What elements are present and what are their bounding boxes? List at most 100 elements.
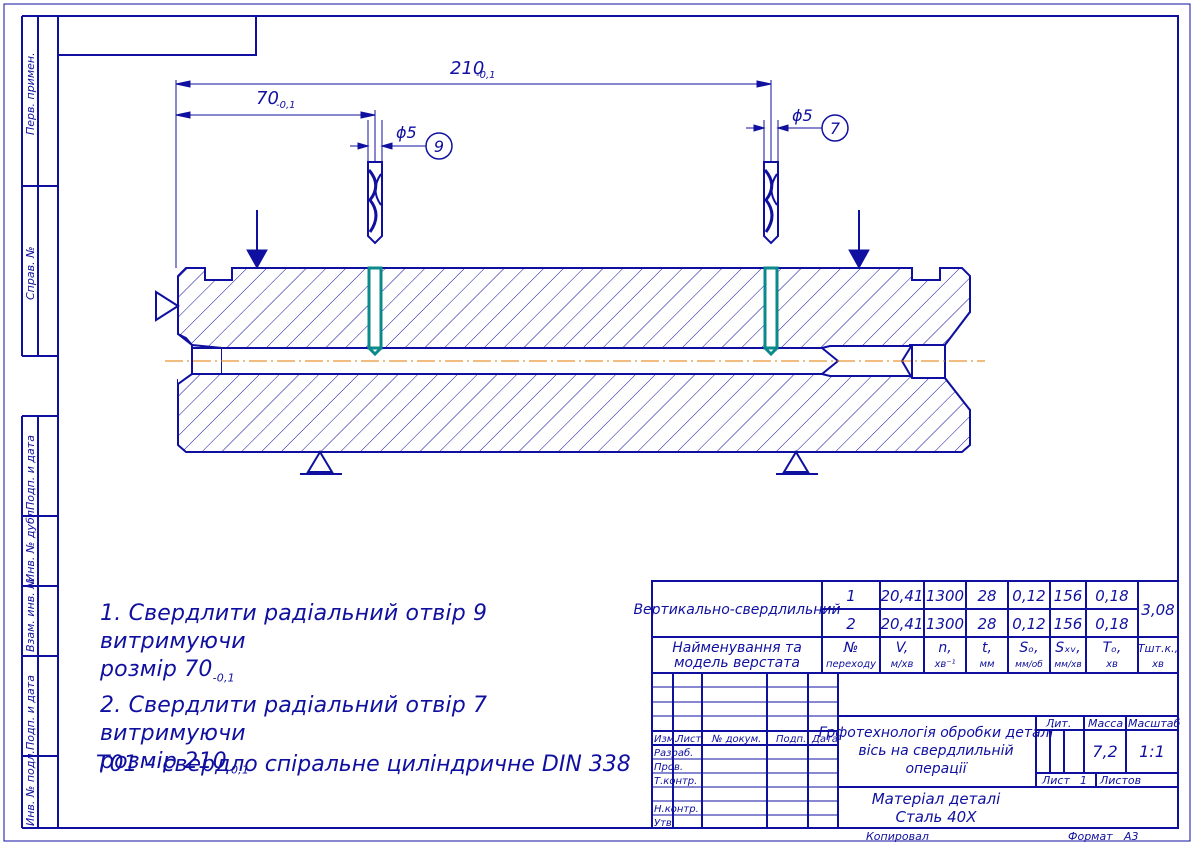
- t-pc-value: 3,08: [1141, 601, 1174, 619]
- hdr-sxv-1: Sₓᵥ,: [1055, 640, 1080, 656]
- sheets-label: Листов: [1099, 774, 1141, 787]
- sheet-label: Лист: [1041, 774, 1070, 787]
- dim-overall-tol: -0,1: [476, 70, 496, 81]
- shaft-part: [165, 267, 985, 453]
- title-block: [651, 672, 1179, 829]
- dim-overall: 210: [450, 58, 484, 79]
- title-block-thin-lines: [652, 686, 838, 816]
- col-label-sign: Подп.: [776, 734, 806, 745]
- row2-n: 2: [846, 615, 856, 633]
- row-label-nkontr: Н.контр.: [654, 804, 699, 815]
- lit-label: Лит.: [1045, 717, 1071, 730]
- mass-value: 7,2: [1092, 742, 1117, 761]
- drilled-hole-right: [763, 266, 779, 357]
- dimension-lines: [175, 80, 822, 268]
- hdr-so-2: мм/об: [1015, 660, 1043, 670]
- note-line-1: 1. Свердлити радіальний отвір 9 витримую…: [100, 601, 488, 654]
- format-label: Формат: [1068, 830, 1113, 843]
- drilled-hole-left: [367, 266, 383, 357]
- hdr-to-1: Tₒ,: [1103, 640, 1122, 656]
- row-label-tkontr: Т.контр.: [654, 776, 697, 787]
- hdr-v-2: м/хв: [891, 659, 914, 670]
- callout-hole-right: 7: [821, 114, 849, 142]
- hdr-rpm-2: хв⁻¹: [933, 659, 955, 670]
- copied-label: Копировал: [866, 830, 929, 843]
- row1-t: 28: [977, 587, 996, 605]
- drill-bit-right: [763, 161, 779, 245]
- sheet-value: 1: [1080, 774, 1087, 787]
- inner-frame: [57, 15, 1179, 829]
- clamp-arrow-left: [246, 210, 268, 270]
- col-label-izm: Изм.: [654, 734, 678, 745]
- hdr-sxv-2: мм/хв: [1054, 660, 1081, 670]
- clamp-arrow-right: [848, 210, 870, 270]
- stamp-label-3: Инв. № дубл.: [24, 507, 37, 582]
- mass-label: Масса: [1088, 717, 1123, 730]
- row-label-razrab: Разраб.: [654, 747, 693, 759]
- row1-to: 0,18: [1095, 587, 1128, 605]
- col-label-date: Дата: [811, 734, 838, 745]
- end-locator-symbol: [155, 290, 180, 322]
- stamp-label-2: Подп. и дата: [24, 435, 37, 510]
- row1-n: 1: [846, 587, 856, 605]
- support-symbol-left: [300, 450, 342, 475]
- stamp-label-4: Взам. инв. №: [24, 577, 37, 652]
- stamp-label-6: Инв. № подл.: [24, 750, 37, 826]
- stamp-label-1: Справ. №: [24, 246, 37, 300]
- machine-label-2: модель верстата: [674, 655, 800, 671]
- row2-so: 0,12: [1012, 615, 1045, 633]
- stamp-label-5: Подп. и дата: [24, 675, 37, 750]
- dim-diam-left: ϕ5: [396, 123, 417, 142]
- col-label-list: Лист: [675, 734, 703, 745]
- row-label-utv: Утв.: [654, 818, 675, 829]
- hdr-to-2: хв: [1105, 659, 1118, 670]
- row1-so: 0,12: [1012, 587, 1045, 605]
- note-line-2b-tol: -0,1: [226, 763, 250, 777]
- support-symbol-right: [776, 450, 818, 475]
- outer-border: [3, 3, 1191, 842]
- hdr-t-2: мм: [979, 659, 995, 670]
- row1-rpm: 1300: [926, 587, 964, 605]
- col-label-doc: № докум.: [711, 734, 761, 745]
- note-line-1b: розмір 70-0,1: [100, 656, 640, 692]
- hdr-rpm-1: n,: [938, 640, 951, 656]
- title-line-3: операції: [905, 761, 968, 777]
- callout-left-number: 9: [434, 137, 444, 156]
- material-label: Матеріал деталі: [872, 790, 1001, 808]
- dim-first: 70: [256, 88, 279, 109]
- side-stamp-strip: [21, 15, 58, 829]
- title-line-2: вісь на свердлильній: [858, 743, 1013, 759]
- row2-t: 28: [977, 615, 996, 633]
- row2-sxv: 156: [1054, 615, 1083, 633]
- format-value: А3: [1123, 830, 1139, 843]
- scale-label: Масштаб: [1128, 717, 1180, 730]
- hdr-so-1: Sₒ,: [1019, 640, 1038, 656]
- note-line-2: 2. Свердлити радіальний отвір 7 витримую…: [100, 693, 488, 747]
- stamp-label-0: Перв. примен.: [24, 52, 37, 135]
- row2-to: 0,18: [1095, 615, 1128, 633]
- machine-name: Вертикально-свердлильний: [633, 602, 840, 618]
- dim-diam-right: ϕ5: [792, 106, 813, 125]
- callout-hole-left: 9: [425, 132, 453, 160]
- hdr-t-1: t,: [982, 640, 992, 656]
- tool-note: Т01 – свердло спіральне циліндричне DIN …: [96, 752, 631, 777]
- hdr-n-1: №: [843, 640, 859, 656]
- machine-label-1: Найменування та: [672, 640, 802, 656]
- note-line-1b-tol: -0,1: [212, 671, 235, 685]
- row-label-prov: Пров.: [654, 762, 683, 773]
- hdr-v-1: V,: [896, 640, 908, 656]
- hdr-tpc-2: хв: [1151, 659, 1164, 670]
- process-notes: 1. Свердлити радіальний отвір 9 витримую…: [100, 600, 640, 785]
- top-left-stamp: [57, 15, 257, 56]
- material-value: Сталь 40Х: [896, 808, 978, 826]
- hdr-n-2: переходу: [826, 659, 877, 670]
- note-line-2b-text: розмір 210: [100, 749, 227, 775]
- scale-value: 1:1: [1139, 742, 1165, 761]
- row2-rpm: 1300: [926, 615, 964, 633]
- note-line-1b-text: розмір 70: [100, 657, 213, 682]
- drill-bit-left: [367, 161, 383, 245]
- title-line-1: Грфотехнологія обробки деталі: [819, 725, 1054, 741]
- row1-v: 20,41: [881, 587, 924, 605]
- hdr-tpc-1: Tшт.к.,: [1138, 642, 1178, 655]
